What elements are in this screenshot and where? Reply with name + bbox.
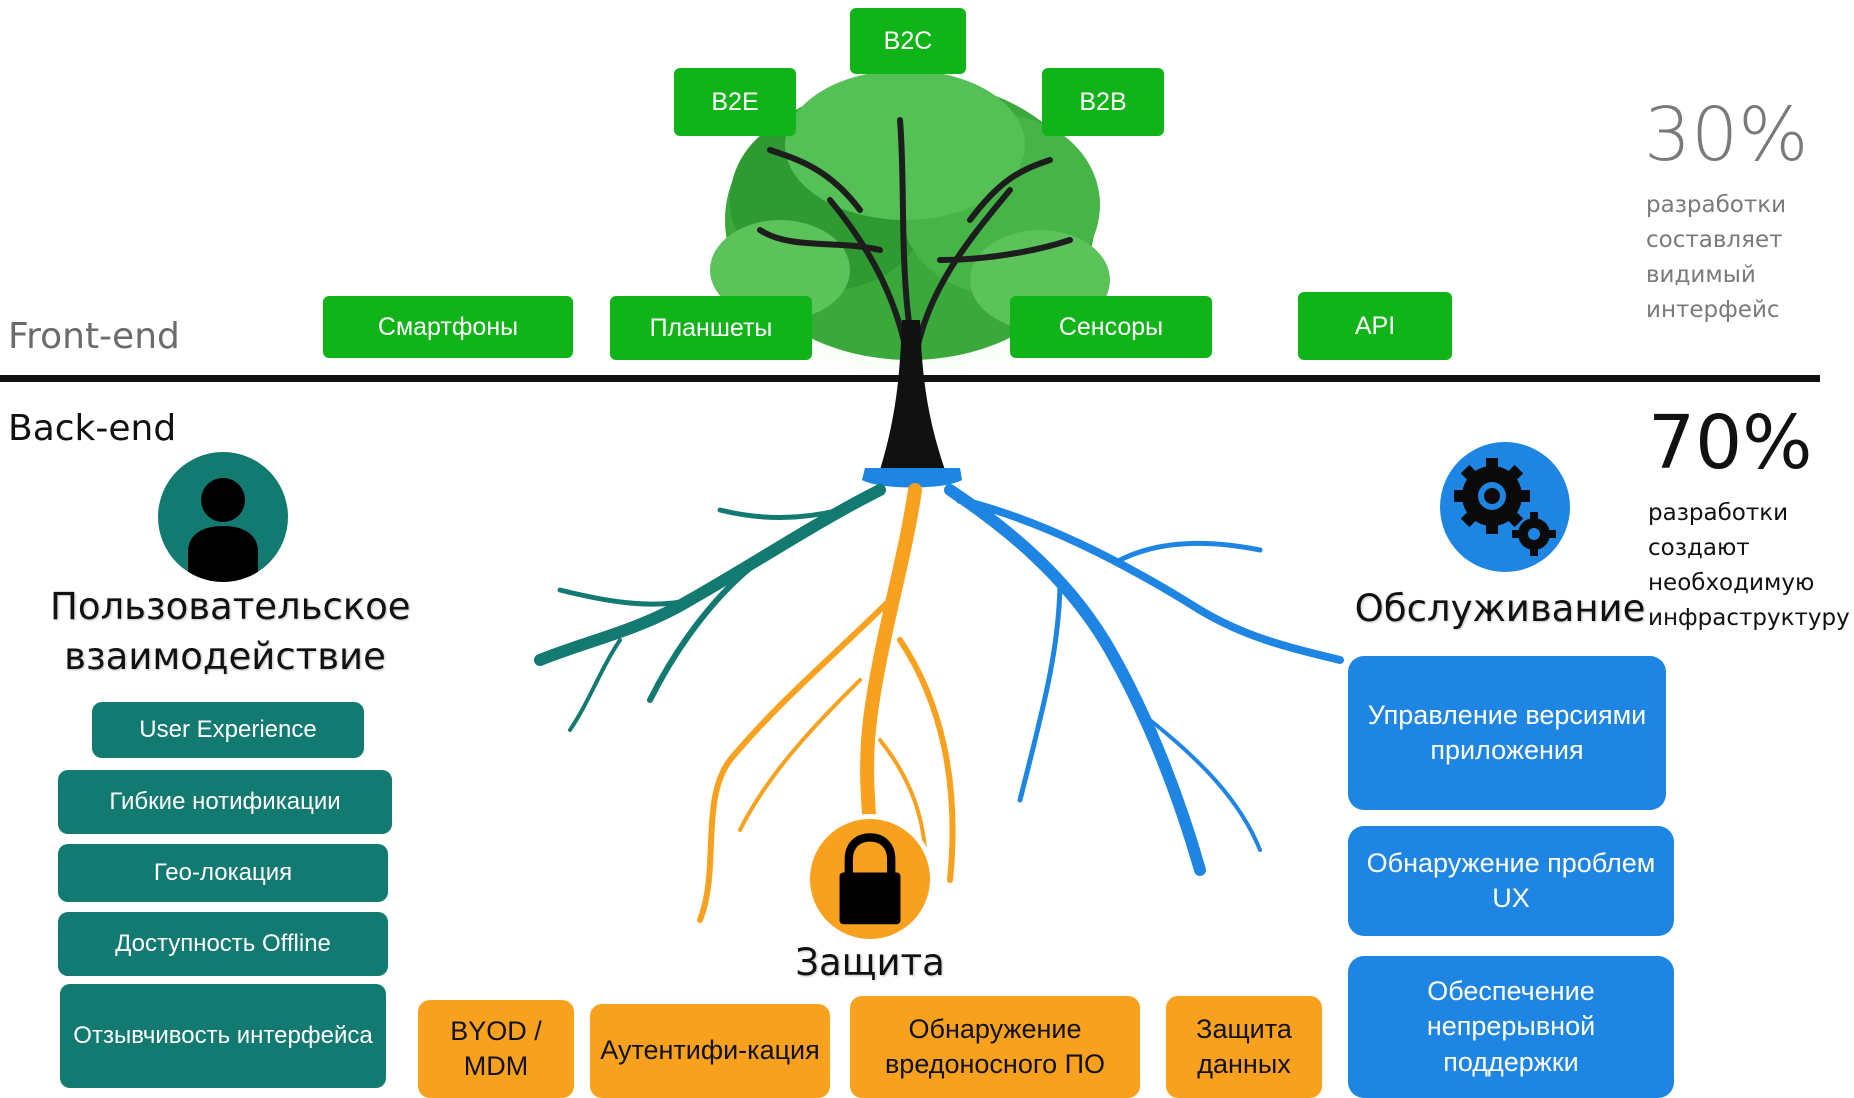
back-percent-text: разработки создают необходимую инфрастру…	[1648, 500, 1850, 631]
branch-b2e: B2E	[674, 68, 796, 136]
user-item-ux: User Experience	[92, 702, 364, 758]
channel-api: API	[1298, 292, 1452, 360]
user-item-offline: Доступность Offline	[58, 912, 388, 976]
gears-icon	[1440, 442, 1570, 572]
backend-label: Back-end	[8, 408, 177, 449]
user-interaction-title: Пользовательское взаимодействие	[50, 585, 411, 678]
tree-trunk	[862, 320, 962, 488]
person-icon	[158, 452, 288, 582]
maintenance-item-support: Обеспечение непрерывной поддержки	[1348, 956, 1674, 1098]
user-item-responsiveness: Отзывчивость интерфейса	[60, 984, 386, 1088]
front-percent-text: разработки составляет видимый интерфейс	[1646, 192, 1787, 323]
security-item-auth: Аутентифи-кация	[590, 1004, 830, 1098]
lock-icon	[805, 814, 935, 944]
roots-maintenance	[944, 484, 1344, 876]
frontend-backend-divider	[0, 375, 1820, 382]
user-item-geolocation: Гео-локация	[58, 844, 388, 902]
branch-b2c: B2C	[850, 8, 966, 74]
channel-sensors: Сенсоры	[1010, 296, 1212, 358]
security-item-malware: Обнаружение вредоносного ПО	[850, 996, 1140, 1098]
back-percent: 70%	[1648, 400, 1813, 486]
security-title: Защита	[795, 941, 945, 984]
front-percent: 30%	[1644, 92, 1809, 178]
branch-b2b: B2B	[1042, 68, 1164, 136]
maintenance-item-ux-issues: Обнаружение проблем UX	[1348, 826, 1674, 936]
security-item-byod: BYOD / MDM	[418, 1000, 574, 1098]
security-item-data: Защита данных	[1166, 996, 1322, 1098]
roots-user	[534, 484, 886, 732]
channel-tablets: Планшеты	[610, 296, 812, 360]
maintenance-title: Обслуживание	[1354, 587, 1646, 630]
channel-smartphones: Смартфоны	[323, 296, 573, 358]
maintenance-item-versions: Управление версиями приложения	[1348, 656, 1666, 810]
user-item-notifications: Гибкие нотификации	[58, 770, 392, 834]
frontend-label: Front-end	[8, 316, 180, 357]
